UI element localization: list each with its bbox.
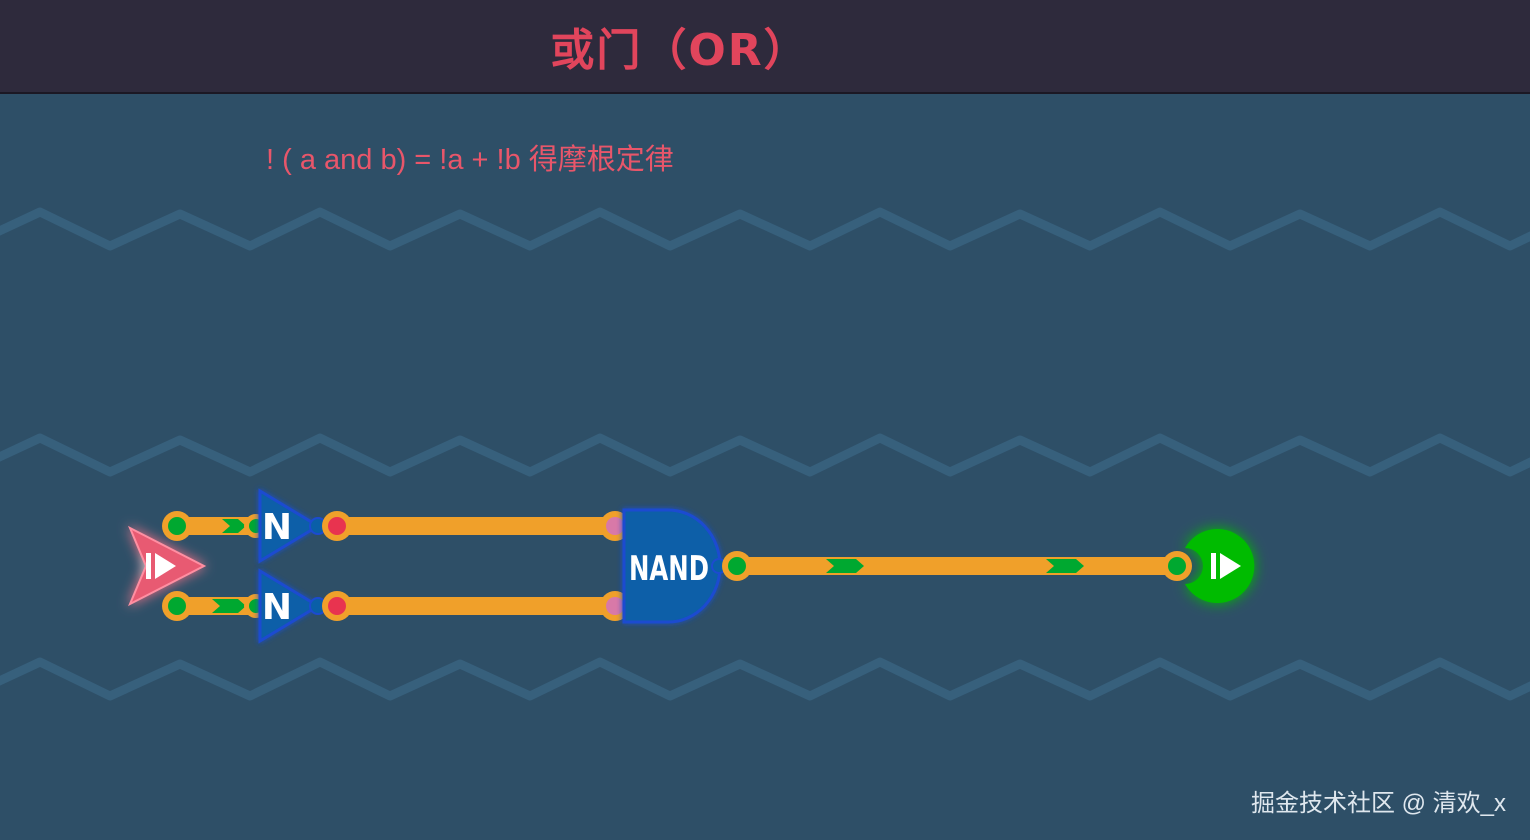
not-gate-bottom[interactable]: N: [244, 568, 327, 644]
input-source-node[interactable]: [128, 525, 207, 607]
not-gate-top[interactable]: N: [244, 488, 327, 564]
wire-not-bottom-to-nand: [338, 597, 614, 615]
not-gate-bottom-label: N: [262, 587, 292, 628]
watermark: 掘金技术社区 @ 清欢_x: [1250, 790, 1506, 817]
output-target-node[interactable]: [1185, 529, 1255, 603]
wire-nand-to-output: [738, 557, 1178, 575]
not-top-output-port[interactable]: [322, 511, 352, 541]
nand-output-port[interactable]: [722, 551, 752, 581]
wire-input-to-not-top: [178, 517, 260, 535]
wire-input-to-not-bottom: [178, 597, 260, 615]
input-port-bottom[interactable]: [162, 591, 192, 621]
input-port-top[interactable]: [162, 511, 192, 541]
nand-gate-label: NAND: [629, 549, 709, 589]
play-arrow-icon: [1211, 553, 1241, 579]
wire-not-top-to-nand: [338, 517, 614, 535]
play-arrow-icon: [146, 553, 176, 579]
background-zigzag: [0, 207, 1530, 701]
title-bar: 或门（OR）: [0, 0, 1530, 94]
level-title: 或门（OR）: [550, 25, 810, 76]
nand-gate[interactable]: NAND: [622, 508, 727, 624]
not-bottom-output-port[interactable]: [322, 591, 352, 621]
hint-formula: ! ( a and b) = !a + !b 得摩根定律: [266, 144, 674, 176]
not-gate-top-label: N: [262, 507, 292, 548]
output-port[interactable]: [1162, 551, 1192, 581]
